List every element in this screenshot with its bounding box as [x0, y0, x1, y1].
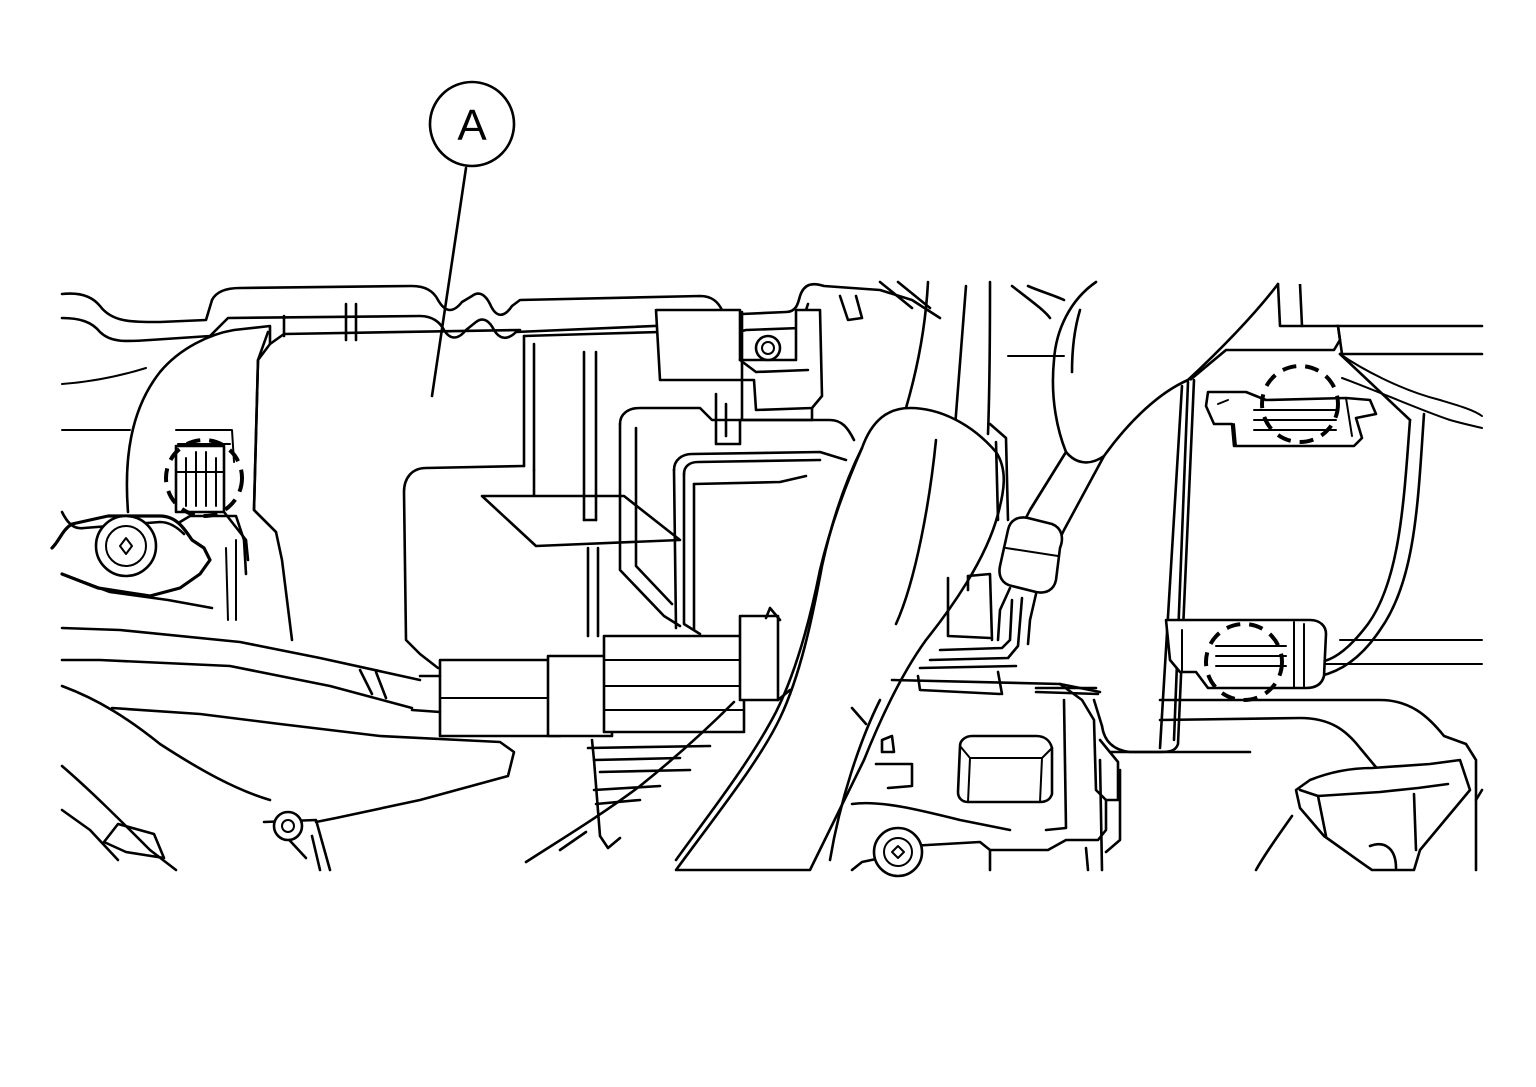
- right-bracket: [1092, 282, 1426, 754]
- callout-a-circle: [428, 80, 516, 168]
- right-upper-clip: [1204, 390, 1378, 448]
- left-clip: [174, 444, 250, 621]
- wiring: [878, 280, 1066, 670]
- callout-a-leader: [430, 166, 468, 398]
- right-lower-clip: [1164, 618, 1328, 690]
- left-bolt: [94, 514, 158, 578]
- inner-frame: [618, 406, 856, 636]
- module-a: [252, 302, 682, 670]
- callout-a-label: A: [457, 101, 487, 150]
- clip-marker-left: [164, 438, 244, 518]
- lower-right-housing: [1108, 698, 1484, 872]
- main-hose: [674, 280, 1006, 872]
- lower-housing: [60, 684, 736, 872]
- clip-marker-upper-right: [1260, 364, 1340, 444]
- clip-markers: [164, 364, 1340, 702]
- connector-assembly: [60, 606, 792, 738]
- center-bracket: [654, 294, 864, 446]
- callout-a: A: [428, 80, 516, 398]
- secondary-hose: [996, 280, 1190, 646]
- center-lower-body: [850, 670, 1122, 878]
- clip-marker-lower-right: [1204, 622, 1284, 702]
